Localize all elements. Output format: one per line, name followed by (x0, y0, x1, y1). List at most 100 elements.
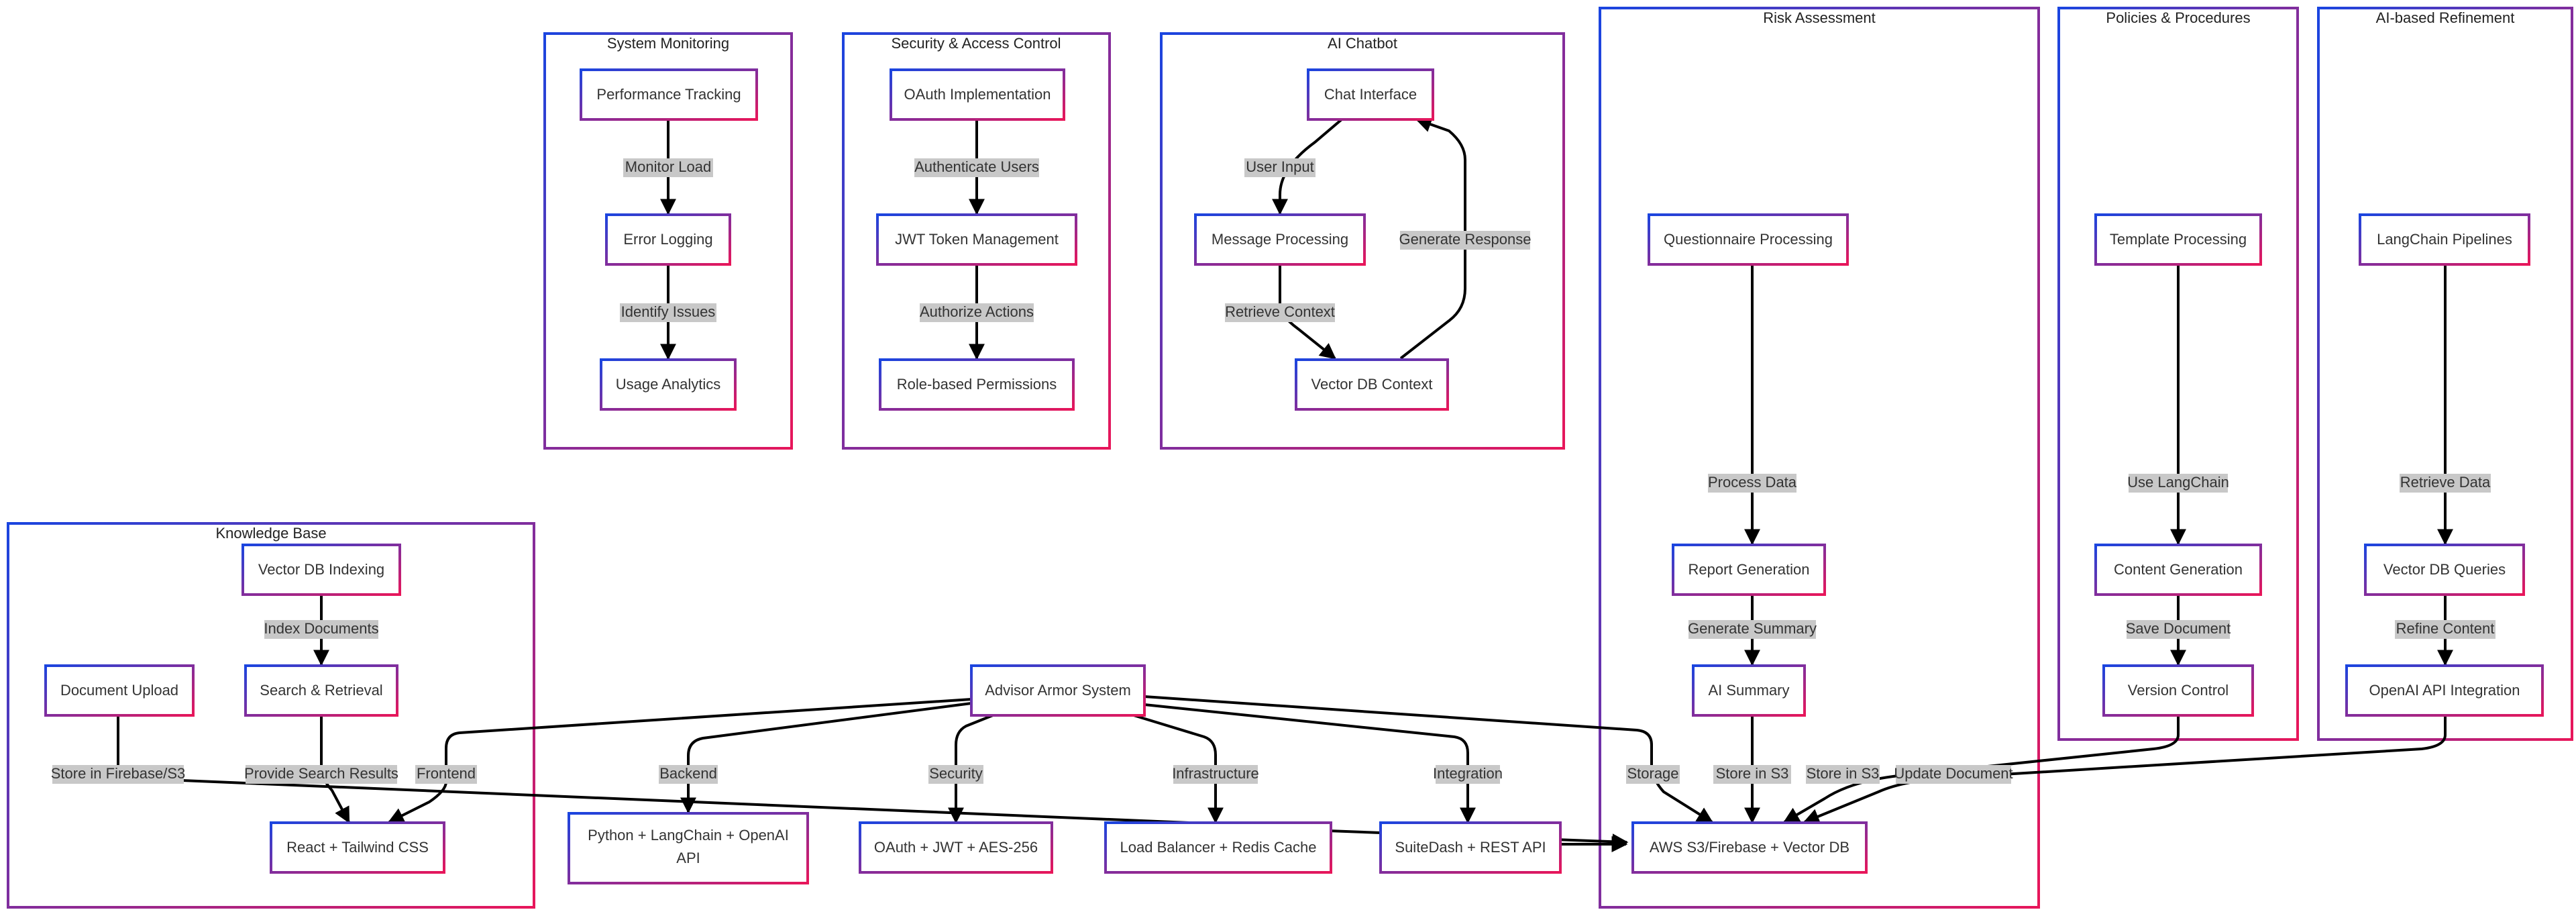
node-error-logging[interactable]: Error Logging (605, 213, 731, 266)
svg-text:Refine Content: Refine Content (2396, 620, 2495, 637)
cluster-title: AI-based Refinement (2376, 9, 2515, 26)
svg-text:Content Generation: Content Generation (2114, 561, 2243, 578)
edge-label: Index Documents (264, 620, 379, 639)
edge-label: Provide Search Results (244, 765, 398, 784)
edge-label: Save Document (2126, 620, 2231, 639)
svg-text:API: API (676, 850, 700, 866)
svg-text:OAuth + JWT + AES-256: OAuth + JWT + AES-256 (874, 839, 1038, 856)
node-message-processing[interactable]: Message Processing (1194, 213, 1366, 266)
svg-text:LangChain Pipelines: LangChain Pipelines (2377, 231, 2512, 248)
node-openai-api-integration[interactable]: OpenAI API Integration (2345, 664, 2544, 717)
node-version-control[interactable]: Version Control (2102, 664, 2254, 717)
node-chat-interface[interactable]: Chat Interface (1307, 68, 1434, 121)
cluster-title: Policies & Procedures (2106, 9, 2250, 26)
cluster-title: Risk Assessment (1763, 9, 1876, 26)
svg-text:SuiteDash + REST API: SuiteDash + REST API (1395, 839, 1546, 856)
svg-text:Monitor Load: Monitor Load (625, 158, 711, 175)
svg-text:Retrieve Context: Retrieve Context (1225, 303, 1335, 320)
svg-text:Chat Interface: Chat Interface (1324, 86, 1417, 103)
node-role-based-permissions[interactable]: Role-based Permissions (879, 358, 1075, 411)
node-advisor-armor-system[interactable]: Advisor Armor System (970, 664, 1146, 717)
edge-label: Retrieve Data (2400, 474, 2491, 493)
svg-text:Store in S3: Store in S3 (1807, 765, 1880, 782)
svg-text:Save Document: Save Document (2126, 620, 2231, 637)
svg-text:Provide Search Results: Provide Search Results (244, 765, 398, 782)
node-langchain-pipelines[interactable]: LangChain Pipelines (2359, 213, 2530, 266)
svg-text:Store in Firebase/S3: Store in Firebase/S3 (51, 765, 186, 782)
svg-text:Update Document: Update Document (1894, 765, 2012, 782)
edge-label: Retrieve Context (1225, 303, 1335, 322)
svg-text:User Input: User Input (1246, 158, 1314, 175)
edge-label: Monitor Load (623, 158, 713, 177)
node-aws-s3-firebase[interactable]: AWS S3/Firebase + Vector DB (1631, 821, 1868, 874)
edge-advisor-to-storage (1144, 695, 1714, 823)
svg-text:AI Summary: AI Summary (1708, 682, 1789, 699)
node-oauth-implementation[interactable]: OAuth Implementation (890, 68, 1065, 121)
svg-text:Advisor Armor System: Advisor Armor System (985, 682, 1131, 699)
node-document-upload[interactable]: Document Upload (44, 664, 195, 717)
edge-label: Frontend (415, 765, 477, 784)
svg-text:Role-based Permissions: Role-based Permissions (897, 376, 1057, 393)
node-react-tailwind[interactable]: React + Tailwind CSS (270, 821, 445, 874)
edge-vector-to-chat (1399, 116, 1466, 360)
svg-text:JWT Token Management: JWT Token Management (895, 231, 1059, 248)
node-vector-db-context[interactable]: Vector DB Context (1295, 358, 1449, 411)
svg-text:Performance Tracking: Performance Tracking (596, 86, 741, 103)
svg-text:OAuth Implementation: OAuth Implementation (904, 86, 1051, 103)
edge-label: Update Document (1894, 765, 2013, 784)
edge-label: Backend (659, 765, 718, 784)
svg-text:Generate Response: Generate Response (1399, 231, 1532, 248)
svg-text:Index Documents: Index Documents (264, 620, 378, 637)
svg-text:Identify Issues: Identify Issues (621, 303, 716, 320)
edge-label: Security (928, 765, 983, 784)
node-oauth-jwt-aes[interactable]: OAuth + JWT + AES-256 (859, 821, 1053, 874)
svg-text:Vector DB Indexing: Vector DB Indexing (258, 561, 384, 578)
svg-text:Frontend: Frontend (417, 765, 476, 782)
edge-label: Authenticate Users (914, 158, 1039, 177)
svg-text:Document Upload: Document Upload (60, 682, 178, 699)
node-load-balancer-redis[interactable]: Load Balancer + Redis Cache (1104, 821, 1332, 874)
node-questionnaire-processing[interactable]: Questionnaire Processing (1648, 213, 1849, 266)
node-vector-db-queries[interactable]: Vector DB Queries (2364, 544, 2525, 596)
cluster-risk-assessment: Risk Assessment (1599, 7, 2040, 909)
edge-label: Store in S3 (1806, 765, 1880, 784)
node-search-retrieval[interactable]: Search & Retrieval (244, 664, 398, 717)
svg-text:Storage: Storage (1627, 765, 1678, 782)
node-performance-tracking[interactable]: Performance Tracking (580, 68, 758, 121)
svg-text:Vector DB Queries: Vector DB Queries (2383, 561, 2506, 578)
edge-label: Process Data (1708, 474, 1797, 493)
svg-text:Authenticate Users: Authenticate Users (914, 158, 1039, 175)
edge-label: Use LangChain (2127, 474, 2229, 493)
svg-text:AWS S3/Firebase + Vector DB: AWS S3/Firebase + Vector DB (1650, 839, 1849, 856)
edge-advisor-to-oauth (948, 714, 994, 824)
svg-text:Questionnaire Processing: Questionnaire Processing (1664, 231, 1833, 248)
svg-text:Template Processing: Template Processing (2110, 231, 2247, 248)
svg-text:Integration: Integration (1433, 765, 1503, 782)
svg-text:Process Data: Process Data (1708, 474, 1797, 491)
svg-text:Backend: Backend (659, 765, 717, 782)
svg-text:Retrieve Data: Retrieve Data (2400, 474, 2491, 491)
svg-text:Report Generation: Report Generation (1688, 561, 1810, 578)
svg-text:Load Balancer + Redis Cache: Load Balancer + Redis Cache (1120, 839, 1317, 856)
edge-label: Store in S3 (1713, 765, 1791, 784)
node-jwt-token-management[interactable]: JWT Token Management (876, 213, 1077, 266)
svg-text:Generate Summary: Generate Summary (1688, 620, 1817, 637)
node-content-generation[interactable]: Content Generation (2094, 544, 2262, 596)
edge-label: Storage (1626, 765, 1680, 784)
edge-label: User Input (1244, 158, 1316, 177)
node-ai-summary[interactable]: AI Summary (1692, 664, 1806, 717)
edge-label: Refine Content (2395, 620, 2496, 639)
nodes: Performance Tracking Error Logging Usage… (44, 68, 2544, 884)
edge-label: Store in Firebase/S3 (51, 765, 186, 784)
node-usage-analytics[interactable]: Usage Analytics (600, 358, 737, 411)
cluster-title: AI Chatbot (1328, 35, 1397, 52)
node-suitedash-rest-api[interactable]: SuiteDash + REST API (1379, 821, 1562, 874)
node-vector-db-indexing[interactable]: Vector DB Indexing (241, 544, 401, 596)
edge-advisor-to-loadbalancer (1133, 714, 1224, 824)
node-report-generation[interactable]: Report Generation (1672, 544, 1826, 596)
node-template-processing[interactable]: Template Processing (2094, 213, 2262, 266)
edge-label: Integration (1433, 765, 1503, 784)
svg-text:Store in S3: Store in S3 (1716, 765, 1789, 782)
